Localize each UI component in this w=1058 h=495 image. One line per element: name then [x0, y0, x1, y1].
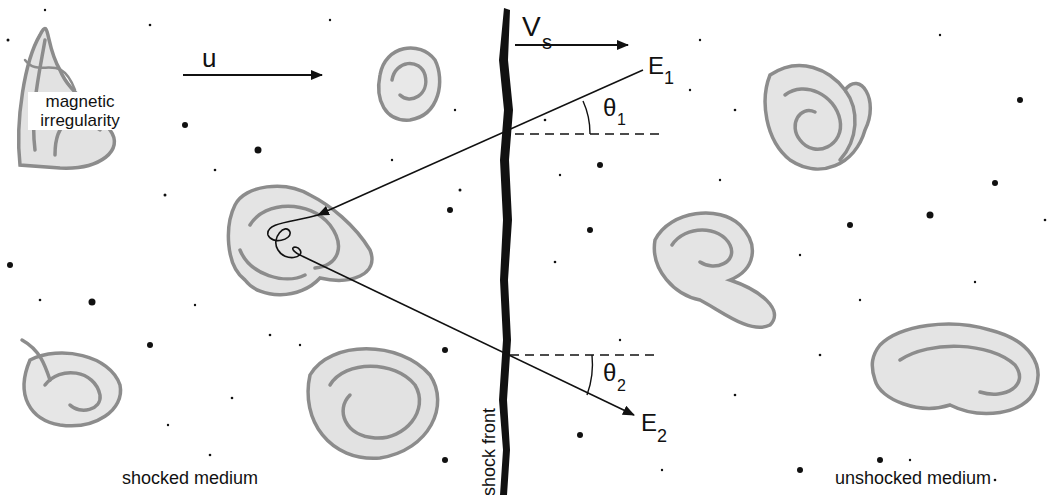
angle-guide — [515, 133, 660, 134]
subscript: s — [542, 31, 552, 53]
subscript: 2 — [617, 377, 626, 395]
angle-symbol: θ — [603, 95, 616, 121]
subscript: 2 — [657, 427, 667, 447]
energy-symbol: E — [648, 53, 664, 79]
gyration-loop — [268, 215, 318, 258]
particle-dots — [7, 9, 1047, 482]
shock-label: shock front — [480, 408, 500, 495]
incoming-path — [318, 70, 643, 215]
magnetic-blobs — [19, 28, 1038, 458]
angle-arc — [583, 101, 590, 134]
shock-velocity-arrow — [515, 44, 628, 46]
flow-arrow — [183, 74, 322, 76]
angle-symbol: θ — [603, 360, 616, 386]
shock-front-line — [499, 8, 513, 495]
region-label: magnetic irregularity — [28, 92, 132, 130]
region-label: shocked medium — [122, 469, 258, 489]
outgoing-path — [302, 256, 634, 415]
subscript: 1 — [617, 111, 626, 129]
subscript: 1 — [664, 69, 674, 89]
region-label: unshocked medium — [835, 469, 991, 489]
angle-arc — [587, 355, 592, 395]
velocity-symbol: V — [522, 12, 541, 43]
energy-symbol: E — [641, 410, 657, 436]
angle-guide — [510, 354, 655, 355]
flow-speed-label: u — [202, 44, 216, 73]
